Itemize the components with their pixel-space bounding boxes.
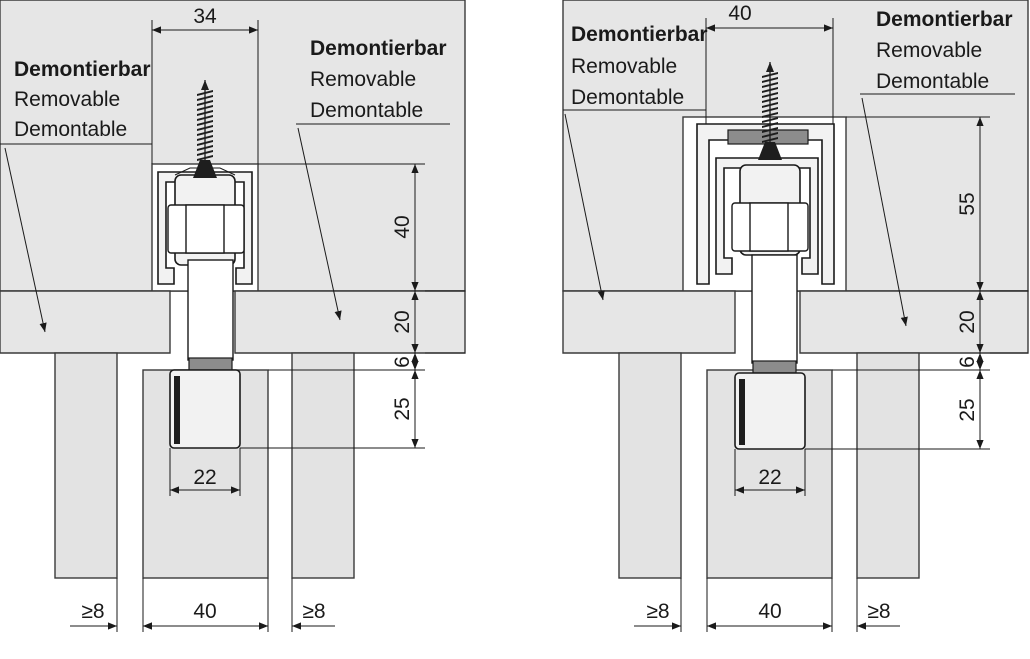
left-dim-gap: 6 [391,356,414,368]
right-dim-guide-width: 22 [758,466,781,489]
left-door-right [291,352,355,579]
left-label-left-en: Removable [14,88,120,111]
left-door-left [54,352,118,579]
right-guide-inner [739,379,745,445]
left-rail-profile [157,171,253,285]
left-guide [169,369,241,449]
right-wheel-core [749,202,789,252]
left-dim-top-width: 34 [193,5,217,28]
left-label-right-fr: Demontable [310,99,423,122]
right-dim-housing: 55 [956,192,979,215]
left-dim-door-width: 40 [193,600,216,623]
left-dim-guide-width: 22 [193,466,216,489]
left-label-left-de: Demontierbar [14,58,151,81]
right-guide [734,372,806,450]
left-board-left [0,290,171,354]
left-dim-housing: 40 [391,215,414,238]
left-label-right-de: Demontierbar [310,37,447,60]
right-screw [758,62,782,160]
right-dim-top-width: 40 [728,2,751,25]
right-board-right [799,290,1029,354]
right-board-left [562,290,736,354]
right-label-left-en: Removable [571,55,677,78]
left-screw [193,80,217,178]
left-dim-clearance-left: ≥8 [81,600,104,623]
left-dim-board: 20 [391,310,414,333]
right-stem [751,254,798,364]
right-dim-guide-height: 25 [956,398,979,421]
left-wheel-core [185,204,225,254]
right-door-right [856,352,920,579]
left-guide-inner [174,376,180,444]
right-label-right-fr: Demontable [876,70,989,93]
left-label-right-en: Removable [310,68,416,91]
right-label-right-en: Removable [876,39,982,62]
right-plate [727,129,809,145]
left-dim-clearance-right: ≥8 [302,600,325,623]
right-dim-clearance-left: ≥8 [646,600,669,623]
left-figure: 34 40 20 6 25 22 ≥8 40 ≥8 Demontier [0,0,466,632]
right-nut [752,360,797,374]
left-dim-guide-height: 25 [391,397,414,420]
right-figure: 40 55 20 6 25 22 ≥8 40 ≥8 Demontierbar R… [562,0,1029,632]
left-stem [187,259,234,361]
right-dim-clearance-right: ≥8 [867,600,890,623]
right-rail-profile [715,157,819,275]
right-dim-door-width: 40 [758,600,781,623]
right-label-left-fr: Demontable [571,86,684,109]
left-nut [188,357,233,371]
left-board-right [234,290,466,354]
left-label-left-fr: Demontable [14,118,127,141]
right-dim-board: 20 [956,310,979,333]
right-label-left-de: Demontierbar [571,23,708,46]
right-label-right-de: Demontierbar [876,8,1013,31]
right-dim-gap: 6 [956,356,979,368]
right-mount-profile [696,123,835,285]
right-door-left [618,352,682,579]
